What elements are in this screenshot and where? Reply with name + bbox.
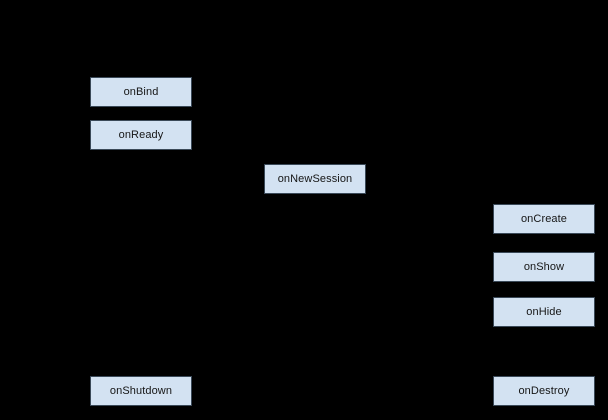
node-on-destroy[interactable]: onDestroy	[493, 376, 595, 406]
node-on-show[interactable]: onShow	[493, 252, 595, 282]
node-on-create[interactable]: onCreate	[493, 204, 595, 234]
node-on-ready[interactable]: onReady	[90, 120, 192, 150]
node-label-on-ready: onReady	[118, 128, 164, 141]
node-on-hide[interactable]: onHide	[493, 297, 595, 327]
node-on-shutdown[interactable]: onShutdown	[90, 376, 192, 406]
node-label-on-destroy: onDestroy	[518, 384, 570, 397]
node-label-on-show: onShow	[523, 260, 565, 273]
node-label-on-create: onCreate	[520, 212, 568, 225]
node-on-new-session[interactable]: onNewSession	[264, 164, 366, 194]
node-label-on-bind: onBind	[123, 85, 159, 98]
node-label-on-new-session: onNewSession	[277, 172, 353, 185]
node-label-on-hide: onHide	[526, 305, 562, 318]
node-on-bind[interactable]: onBind	[90, 77, 192, 107]
node-label-on-shutdown: onShutdown	[109, 384, 173, 397]
